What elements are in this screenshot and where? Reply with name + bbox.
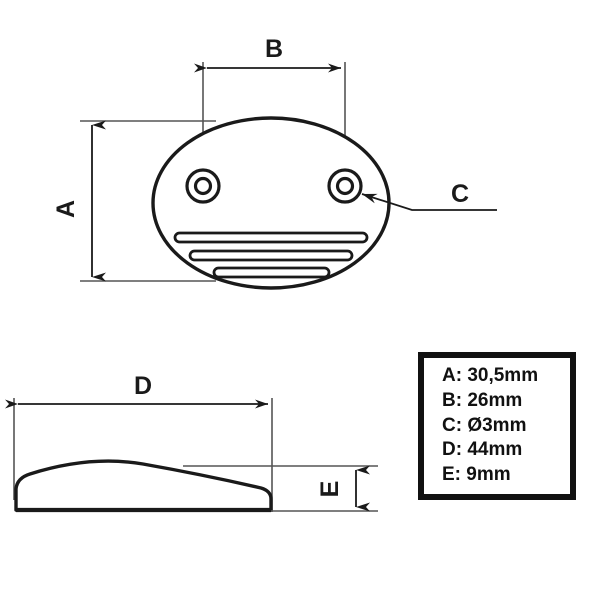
top-view-group: A B C <box>52 35 497 290</box>
legend-row-e: E: 9mm <box>442 464 511 486</box>
mounting-hole-right-inner <box>335 176 355 196</box>
legend-row-d: D: 44mm <box>442 439 523 461</box>
side-view-group: D E <box>5 372 378 513</box>
legend-row-c: C: Ø3mm <box>442 414 527 436</box>
vent-slot-1 <box>173 231 369 244</box>
dimension-label-d: D <box>134 372 152 400</box>
side-profile-outline <box>14 459 273 512</box>
vent-slot-2 <box>188 249 354 262</box>
vent-slot-3 <box>212 266 331 279</box>
legend-row-a: A: 30,5mm <box>442 365 539 387</box>
dimension-label-b: B <box>265 35 283 63</box>
oval-body-outline <box>151 116 391 290</box>
dimension-legend: A: 30,5mm B: 26mm C: Ø3mm D: 44mm E: 9mm <box>418 352 576 500</box>
legend-row-b: B: 26mm <box>442 389 523 411</box>
c-leader-line <box>361 193 497 211</box>
dimension-label-a: A <box>52 200 80 218</box>
mounting-hole-left-inner <box>193 176 213 196</box>
dimension-label-c: C <box>451 180 469 208</box>
dimension-label-e: E <box>316 481 344 498</box>
